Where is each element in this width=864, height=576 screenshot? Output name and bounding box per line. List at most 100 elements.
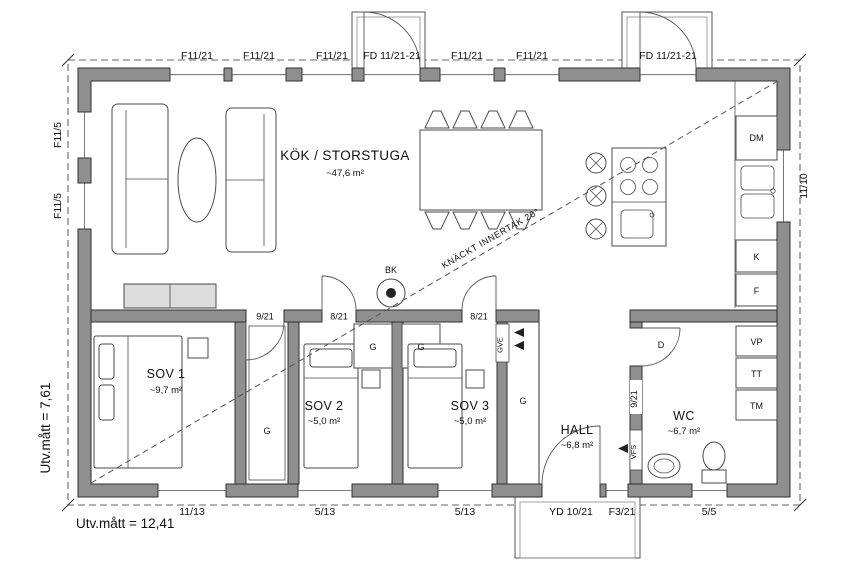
dining-table xyxy=(419,129,543,211)
d-label: D xyxy=(658,340,665,350)
opening-labels: F11/21 F11/21 F11/21 FD 11/21-21 F11/21 … xyxy=(52,50,810,518)
bed-sov2 xyxy=(303,343,359,469)
door-sov3 xyxy=(461,275,497,311)
door-label-wc: 9/21 xyxy=(629,390,639,408)
nightstand-sov2 xyxy=(361,369,381,389)
window-label-top-4: F11/21 xyxy=(451,50,483,62)
window-left-1 xyxy=(77,111,92,159)
door-wc xyxy=(641,327,681,367)
outer-dimension-labels: Utv.mått = 12,41 Utv.mått = 7,61 xyxy=(38,383,174,531)
wardrobe-sov2 xyxy=(353,323,393,369)
door-sov1 xyxy=(245,321,285,361)
tm-label: TM xyxy=(750,401,763,411)
dimension-height-label: Utv.mått = 7,61 xyxy=(38,383,53,474)
window-top-1 xyxy=(169,67,225,82)
entry-door-top-left xyxy=(363,11,421,82)
room-label-kok: KÖK / STORSTUGA xyxy=(280,148,410,163)
coffee-table xyxy=(177,137,217,223)
door-label-sov1: 9/21 xyxy=(256,312,274,322)
window-right-1 xyxy=(776,149,791,223)
fridge-box xyxy=(735,239,778,273)
heatpump-box xyxy=(735,325,778,357)
sofa-left xyxy=(111,103,169,255)
dining-chairs xyxy=(424,110,534,230)
chimney-bk xyxy=(376,278,406,308)
wc-toilet xyxy=(701,441,727,484)
window-bottom-3 xyxy=(437,483,493,498)
dimension-width-label: Utv.mått = 12,41 xyxy=(76,516,174,531)
window-top-4 xyxy=(439,67,495,82)
room-label-sov1: SOV 1 xyxy=(147,367,186,381)
wardrobe-label-3: G xyxy=(417,342,424,352)
wardrobe-label-2: G xyxy=(369,342,376,352)
window-label-top-2: F11/21 xyxy=(243,50,275,62)
room-label-sov3: SOV 3 xyxy=(451,399,490,413)
area-label-kok: ~47,6 m² xyxy=(326,168,364,179)
door-swing-arc xyxy=(541,425,601,485)
porch-bottom xyxy=(514,496,641,559)
sideboard xyxy=(123,283,217,309)
pillow xyxy=(413,348,457,368)
window-bottom-1 xyxy=(157,483,227,498)
area-label-sov1: ~9,7 m² xyxy=(150,385,182,396)
door-label-sov2: 8/21 xyxy=(330,312,348,322)
kitchen-sink xyxy=(740,165,776,219)
window-bottom-4 xyxy=(605,483,629,498)
room-label-sov2: SOV 2 xyxy=(305,399,344,413)
door-swing-arc xyxy=(639,11,697,69)
bk-label: BK xyxy=(385,265,397,275)
label-backing xyxy=(630,380,642,414)
dm-label: DM xyxy=(750,133,764,143)
area-label-hall: ~6,8 m² xyxy=(561,440,593,451)
window-label-bottom-4: F3/21 xyxy=(609,506,636,518)
window-label-left-2: F11/5 xyxy=(52,193,64,219)
entry-door-bottom xyxy=(541,425,601,498)
bar-stools xyxy=(585,152,607,240)
vfs-label: VFS xyxy=(629,445,638,460)
dishwasher-box xyxy=(735,115,778,161)
dryer-box xyxy=(735,357,778,389)
door-label-sov3: 8/21 xyxy=(470,312,488,322)
window-top-2 xyxy=(231,67,287,82)
area-label-sov3: ~5,0 m² xyxy=(454,416,486,427)
door-label-bottom: YD 10/21 xyxy=(549,506,593,518)
nightstand-sov3 xyxy=(465,369,485,389)
room-label-hall: HALL xyxy=(561,423,594,437)
gve-label: GVE xyxy=(496,337,505,353)
f-label: F xyxy=(754,286,760,296)
boundary-rect xyxy=(67,59,801,506)
window-label-bottom-2: 5/13 xyxy=(315,506,336,518)
interior-door-labels: 9/21 8/21 8/21 9/21 xyxy=(256,312,639,408)
wc-sink xyxy=(647,453,681,479)
tt-label: TT xyxy=(751,369,762,379)
k-label: K xyxy=(753,252,759,262)
window-label-bottom-1: 11/13 xyxy=(179,506,205,518)
pillow xyxy=(98,343,115,380)
bed-sov3 xyxy=(407,343,463,469)
window-left-2 xyxy=(77,182,92,230)
wardrobe-label-4: G xyxy=(519,396,526,406)
wardrobe-strip-1 xyxy=(248,325,286,481)
washer-box xyxy=(735,389,778,421)
nightstand-sov1 xyxy=(187,337,209,359)
vfs-unit xyxy=(618,429,643,471)
door-sov2 xyxy=(321,275,357,311)
room-labels: KÖK / STORSTUGA ~47,6 m² SOV 1 ~9,7 m² S… xyxy=(147,148,701,451)
entry-door-top-right xyxy=(639,11,697,82)
pillow xyxy=(309,348,353,368)
door-label-top-2: FD 11/21-21 xyxy=(639,50,697,62)
pillow xyxy=(98,384,115,421)
window-label-bottom-5: 5/5 xyxy=(702,506,717,518)
window-label-top-3: F11/21 xyxy=(316,50,348,62)
room-label-wc: WC xyxy=(673,409,695,423)
area-label-sov2: ~5,0 m² xyxy=(308,416,340,427)
freezer-box xyxy=(735,273,778,307)
arrow-left-icon xyxy=(514,328,524,337)
porch-top-right xyxy=(621,11,713,69)
window-label-top-5: F11/21 xyxy=(516,50,548,62)
wardrobe-label-1: G xyxy=(263,426,270,436)
door-label-top-1: FD 11/21-21 xyxy=(363,50,421,62)
gve-unit xyxy=(495,323,524,363)
